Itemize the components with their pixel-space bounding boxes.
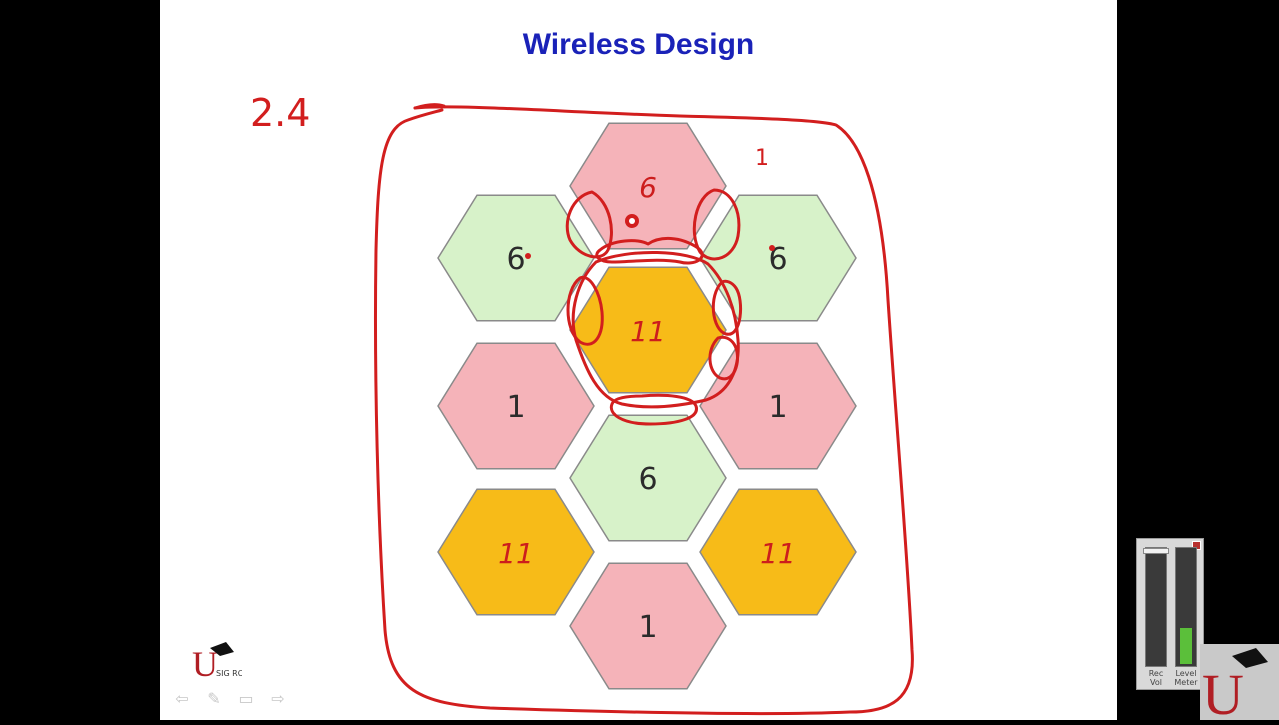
level-meter xyxy=(1175,547,1197,667)
ink-dot-right xyxy=(769,245,775,251)
ink-circle-bottom-right xyxy=(708,335,739,381)
hex-channel-label-10: 1 xyxy=(638,610,657,645)
corner-watermark-logo: U xyxy=(1200,644,1279,725)
hex-channel-label-4: 11 xyxy=(630,315,666,348)
ink-circle-right-mid xyxy=(711,279,743,336)
hex-channel-label-7: 6 xyxy=(638,462,657,497)
slide-title: Wireless Design xyxy=(522,28,755,61)
ink-circle-top-left xyxy=(565,190,613,259)
hex-channel-label-9: 11 xyxy=(760,537,796,570)
corner-logo-letter: U xyxy=(1202,662,1244,720)
forward-arrow-icon[interactable]: ⇨ xyxy=(271,689,285,708)
ink-circle-left-mid xyxy=(566,276,604,346)
hex-cell-6 xyxy=(699,342,857,470)
back-arrow-icon[interactable]: ⇦ xyxy=(175,689,189,708)
slide-navigation: ⇦ ✎ ▭ ⇨ xyxy=(170,690,290,710)
menu-icon[interactable]: ▭ xyxy=(238,689,254,708)
rec-vol-label: Rec Vol xyxy=(1148,669,1164,687)
hex-channel-label-3: 6 xyxy=(768,242,787,277)
logo-sub: SIG ROU xyxy=(216,669,242,678)
ink-circle-bottom xyxy=(609,393,698,426)
hex-cell-8 xyxy=(437,488,595,616)
level-meter-fill xyxy=(1180,628,1192,664)
hex-channel-label-1: 6 xyxy=(639,171,657,204)
level-meter-label: Level Meter xyxy=(1174,669,1198,687)
ink-circle-top-right xyxy=(692,188,741,261)
hex-channel-label-6: 1 xyxy=(768,390,787,425)
recorder-panel: Rec Vol Level Meter xyxy=(1136,538,1204,690)
hex-cell-7 xyxy=(569,414,727,542)
hex-channel-label-8: 11 xyxy=(498,537,534,570)
hex-channel-label-2: 6 xyxy=(506,242,525,277)
pen-icon[interactable]: ✎ xyxy=(207,689,221,708)
ink-dot-left xyxy=(525,253,531,259)
handwritten-small-mark: 1 xyxy=(755,146,769,171)
ink-dot-top-center xyxy=(629,218,635,224)
rec-volume-slider[interactable] xyxy=(1143,547,1169,667)
handwritten-band-note: 2.4 xyxy=(250,91,310,135)
ink-outline-boundary xyxy=(373,105,914,716)
hex-cell-10 xyxy=(569,562,727,690)
brand-logo: U SIG ROU xyxy=(190,638,250,684)
hex-cell-2 xyxy=(437,194,595,322)
hex-channel-label-5: 1 xyxy=(506,390,525,425)
volume-knob[interactable] xyxy=(1143,548,1169,554)
hex-cell-5 xyxy=(437,342,595,470)
corner-graduation-cap-icon xyxy=(1232,648,1268,668)
ink-circle-top-center xyxy=(595,237,704,265)
hex-cell-9 xyxy=(699,488,857,616)
graduation-cap-icon xyxy=(210,642,234,656)
ink-top-stroke xyxy=(413,103,446,110)
